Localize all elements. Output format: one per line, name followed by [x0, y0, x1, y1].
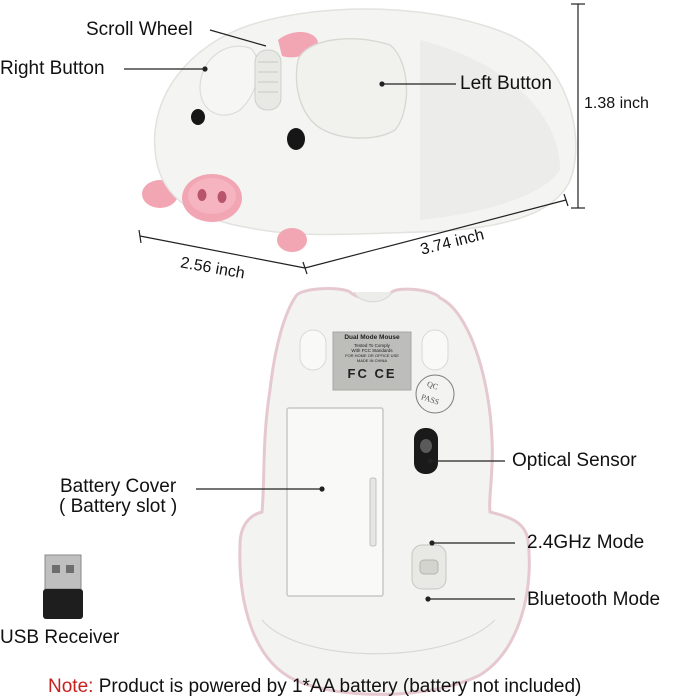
pig-mouse-top-view	[142, 8, 577, 252]
left-button	[295, 38, 408, 139]
battery-cover	[286, 407, 384, 597]
scroll-wheel	[254, 49, 282, 111]
label-height: 1.38 inch	[584, 95, 649, 112]
usb-receiver	[43, 554, 83, 619]
sticker-line-2: Tested To Comply	[354, 343, 390, 348]
note-prefix: Note:	[48, 676, 94, 697]
label-left-button: Left Button	[460, 73, 552, 94]
pig-foot-front	[277, 228, 307, 252]
sticker-marks: FC CE	[347, 366, 397, 381]
label-mode-24ghz: 2.4GHz Mode	[527, 532, 645, 553]
sticker-line-4: FOR HOME OR OFFICE USE	[345, 353, 399, 358]
note-text: Product is powered by 1*AA battery (batt…	[93, 676, 582, 697]
pig-eye-left	[191, 109, 205, 125]
label-usb-receiver: USB Receiver	[0, 627, 120, 648]
pig-eye-right	[287, 128, 305, 150]
fcc-sticker	[332, 331, 412, 391]
battery-note: Note: Product is powered by 1*AA battery…	[48, 676, 581, 698]
sticker-line-3: With FCC Standards	[351, 348, 393, 353]
label-battery-cover: Battery Cover	[60, 476, 177, 497]
label-optical-sensor: Optical Sensor	[512, 450, 637, 471]
label-battery-slot: ( Battery slot )	[59, 496, 178, 517]
sticker-line-1: Dual Mode Mouse	[344, 334, 400, 341]
sticker-line-5: MADE IN CHINA	[356, 358, 388, 363]
qc-pass-stamp	[415, 374, 455, 414]
label-right-button: Right Button	[0, 58, 105, 79]
sticker-text: Dual Mode Mouse Tested To Comply With FC…	[334, 334, 410, 381]
label-mode-bluetooth: Bluetooth Mode	[527, 589, 661, 610]
label-scroll-wheel: Scroll Wheel	[86, 19, 193, 40]
